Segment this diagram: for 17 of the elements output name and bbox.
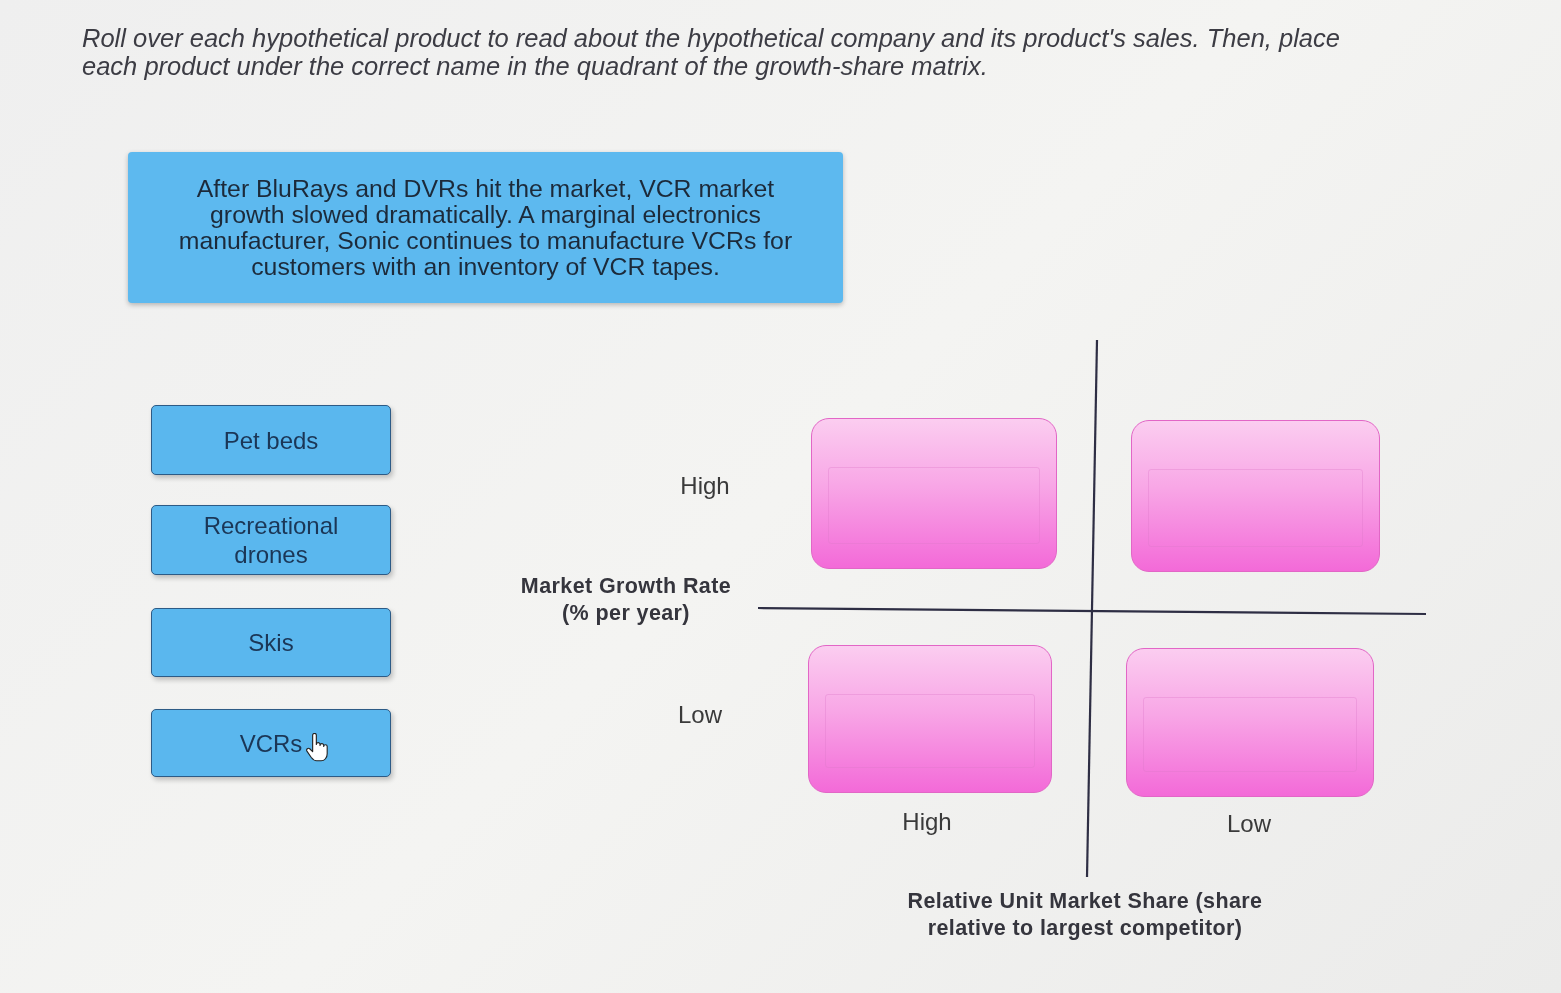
product-card: Pet beds <box>151 405 391 475</box>
instruction-text: Roll over each hypothetical product to read about the hypothetical company and its product's sales. Then, place each product under the correct name in the quadrant of the growth-share matrix. <box>82 24 1341 80</box>
axis-title: Market Growth Rate (% per year) <box>519 573 733 627</box>
axis-label: Low <box>1226 810 1272 838</box>
answer-box <box>1131 420 1380 572</box>
description-text: After BluRays and DVRs hit the market, VCR market growth slowed dramatically. A marginal electronics manufacturer, Sonic continues to manufacture VCRs for customers with an inventory of VCR tapes. <box>177 175 794 280</box>
answer-box <box>808 645 1052 793</box>
answer-box <box>1126 648 1374 797</box>
product-card: Skis <box>151 608 391 677</box>
axis-label: High <box>679 472 731 500</box>
axis-title: Relative Unit Market Share (share relative to largest competitor) <box>906 888 1264 942</box>
product-card: Recreational drones <box>151 505 391 575</box>
info-panel <box>128 152 843 303</box>
axis-label: Low <box>677 701 723 729</box>
axis-label: High <box>901 808 953 836</box>
product-card: VCRs <box>151 709 391 777</box>
answer-box <box>811 418 1057 569</box>
